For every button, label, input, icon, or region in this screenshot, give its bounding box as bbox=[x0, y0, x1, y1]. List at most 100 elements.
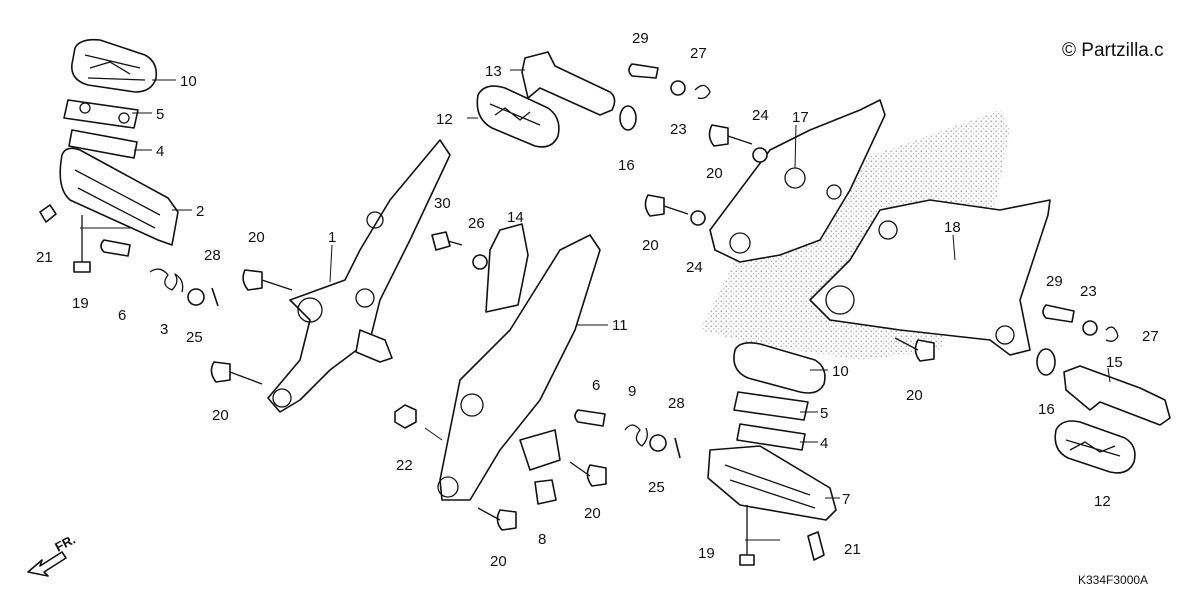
drawing-code: K334F3000A bbox=[1078, 573, 1148, 587]
pin-6-left bbox=[100, 239, 131, 257]
front-arrow-icon bbox=[27, 551, 67, 577]
plate-hole-left-2 bbox=[118, 112, 130, 124]
bracket-18-hole-a bbox=[825, 285, 855, 315]
footpeg-body-7-detail bbox=[724, 464, 816, 509]
pivot-boss-1 bbox=[355, 329, 393, 363]
footpeg-15 bbox=[1063, 365, 1171, 426]
clip-27-top bbox=[694, 84, 711, 100]
callout-5: 5 bbox=[156, 106, 164, 123]
washer-26 bbox=[472, 254, 488, 270]
footpeg-body-7 bbox=[707, 445, 837, 521]
rubber-ridges-left bbox=[84, 54, 146, 81]
footpeg-rubber-12-right bbox=[1054, 420, 1136, 474]
heel-guard-hole-a bbox=[460, 393, 484, 417]
washer-24-a bbox=[752, 147, 768, 163]
heel-guard-boss bbox=[519, 429, 561, 471]
callout-7: 7 bbox=[842, 491, 850, 508]
callout-20: 20 bbox=[642, 237, 659, 254]
callout-26: 26 bbox=[468, 215, 485, 232]
pin-29-top bbox=[628, 63, 659, 79]
callout-8: 8 bbox=[538, 531, 546, 548]
callout-3: 3 bbox=[160, 321, 168, 338]
front-direction-label: FR. bbox=[52, 532, 78, 555]
callout-12: 12 bbox=[1094, 493, 1111, 510]
rubber-12-right-ridges bbox=[1065, 439, 1121, 457]
callout-24: 24 bbox=[752, 107, 769, 124]
bolt-20-g bbox=[477, 507, 517, 531]
bracket-1-left bbox=[267, 139, 451, 413]
heel-guard-hole-b bbox=[437, 476, 459, 498]
plate-hole-left-1 bbox=[79, 102, 91, 114]
footpeg-rubber-top-left bbox=[71, 38, 158, 93]
bracket-1-hole-b bbox=[355, 288, 375, 308]
bracket-18-hole-c bbox=[995, 325, 1015, 345]
spring-9 bbox=[624, 424, 648, 447]
footpeg-plate-right bbox=[733, 391, 809, 421]
callout-13: 13 bbox=[485, 63, 502, 80]
bolt-8 bbox=[534, 479, 557, 505]
callout-10: 10 bbox=[832, 363, 849, 380]
callout-21: 21 bbox=[36, 249, 53, 266]
callout-1: 1 bbox=[328, 229, 336, 246]
rubber-mid-ridges bbox=[489, 103, 541, 126]
callout-20: 20 bbox=[490, 553, 507, 570]
pin-6-mid bbox=[574, 409, 606, 427]
bolt-30 bbox=[431, 231, 451, 251]
bracket-17-hole-b bbox=[729, 232, 751, 254]
washer-16-right bbox=[1036, 348, 1056, 376]
bolt-20-d bbox=[644, 194, 689, 217]
bracket-18-hole-b bbox=[878, 220, 898, 240]
footpeg-shim-right bbox=[736, 423, 806, 451]
washer-23-top bbox=[670, 80, 686, 96]
bolt-20-f bbox=[569, 461, 607, 487]
callout-24: 24 bbox=[686, 259, 703, 276]
bolt-20-e bbox=[894, 337, 935, 362]
callout-30: 30 bbox=[434, 195, 451, 212]
copyright-text: © Partzilla.c bbox=[1062, 40, 1164, 61]
callout-14: 14 bbox=[507, 209, 524, 226]
callout-12: 12 bbox=[436, 111, 453, 128]
callout-4: 4 bbox=[156, 143, 164, 160]
washer-24-b bbox=[690, 210, 706, 226]
callout-6: 6 bbox=[118, 307, 126, 324]
callouts: 10 5 4 2 21 19 6 3 25 28 20 1 20 13 12 1… bbox=[36, 30, 1159, 570]
bracket-17-right bbox=[709, 99, 886, 263]
callout-19: 19 bbox=[698, 545, 715, 562]
leader-lines bbox=[80, 69, 1111, 541]
heel-plate-14 bbox=[485, 223, 529, 313]
washer-16-top bbox=[619, 105, 637, 131]
bolt-20-a bbox=[242, 269, 293, 291]
callout-15: 15 bbox=[1106, 354, 1123, 371]
callout-5: 5 bbox=[820, 405, 828, 422]
callout-10: 10 bbox=[180, 73, 197, 90]
footpeg-shim-left bbox=[68, 129, 138, 159]
callout-16: 16 bbox=[1038, 401, 1055, 418]
callout-17: 17 bbox=[792, 109, 809, 126]
callout-29: 29 bbox=[1046, 273, 1063, 290]
heel-guard-11 bbox=[439, 234, 601, 501]
callout-9: 9 bbox=[628, 383, 636, 400]
footpeg-body-left bbox=[59, 147, 179, 246]
pin-29-right bbox=[1042, 304, 1075, 323]
washer-23-right bbox=[1082, 320, 1098, 336]
bolt-20-b bbox=[210, 361, 263, 385]
cotter-28-mid bbox=[674, 437, 681, 459]
callout-25: 25 bbox=[648, 479, 665, 496]
callout-28: 28 bbox=[668, 395, 685, 412]
callout-25: 25 bbox=[186, 329, 203, 346]
callout-29: 29 bbox=[632, 30, 649, 47]
callout-19: 19 bbox=[72, 295, 89, 312]
callout-20: 20 bbox=[906, 387, 923, 404]
callout-6: 6 bbox=[592, 377, 600, 394]
clip-27-right bbox=[1105, 326, 1119, 342]
bracket-17-hole-c bbox=[826, 184, 842, 200]
bracket-1-hole-d bbox=[366, 211, 384, 229]
callout-20: 20 bbox=[584, 505, 601, 522]
footpeg-rubber-mid bbox=[476, 85, 560, 148]
footpeg-body-left-detail bbox=[74, 169, 161, 229]
callout-28: 28 bbox=[204, 247, 221, 264]
callout-20: 20 bbox=[706, 165, 723, 182]
bolt-21-right bbox=[807, 531, 825, 561]
bracket-1-hole-a bbox=[297, 297, 323, 323]
bracket-18-right bbox=[809, 199, 1051, 356]
